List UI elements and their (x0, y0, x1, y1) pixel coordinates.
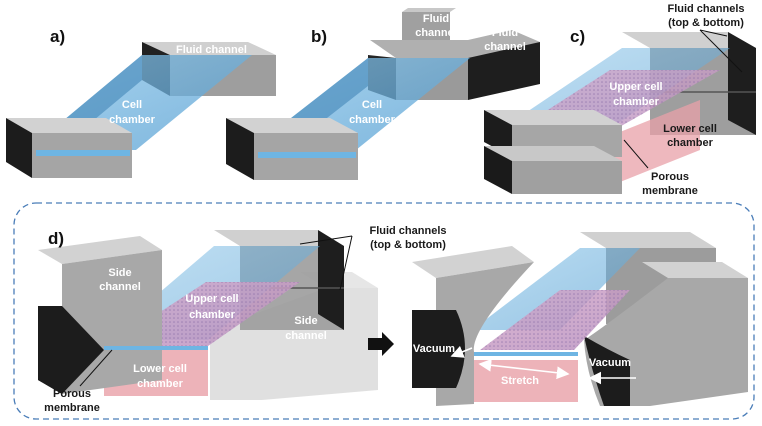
panel-c-lower-line-2: chamber (667, 137, 714, 149)
panel-d-right-left-vacuum-cavity (412, 310, 465, 388)
panel-b-channel-slot (258, 152, 356, 158)
panel-b-fluid-1-line-2: channel (415, 27, 457, 39)
panel-d-stretch-arrow (478, 358, 570, 380)
panel-c-back-top (622, 32, 756, 48)
panel-c-front-lower-face (512, 161, 622, 194)
panel-d-porous-line-2: membrane (44, 402, 100, 414)
panel-c-fluid-leader-2 (699, 29, 728, 37)
panel-d-fluid-leader-1 (299, 235, 353, 245)
panel-d-side-left-top (38, 236, 162, 264)
panel-d-right-back-top (580, 232, 716, 248)
panel-c-porous-leader (623, 139, 649, 169)
panel-d-porous-line-1: Porous (53, 388, 91, 400)
panel-d-vacuum-left-label: Vacuum (413, 343, 455, 355)
panel-d-vacuum-right-label: Vacuum (589, 357, 631, 369)
panel-d-lower-line-2: chamber (137, 378, 184, 390)
panel-c-fluid-leader-1 (699, 29, 743, 73)
panel-c-upper-line-1: Upper cell (609, 81, 662, 93)
panel-d-upper-line-2: chamber (189, 309, 236, 321)
panel-c-lower-chamber (600, 100, 700, 190)
panel-d-vacuum-left-arrow (450, 345, 473, 358)
panel-d-fluid-leader-2 (339, 235, 353, 291)
panel-a-back-block-top (142, 42, 276, 55)
panel-c-front-lower-top (484, 146, 622, 161)
panel-d-stretch-label: Stretch (501, 375, 539, 387)
panel-b-cell-label-2: chamber (349, 114, 396, 126)
panel-d-membrane-edge (104, 346, 208, 350)
panel-b-fluid-2-line-1: Fluid (492, 27, 518, 39)
panel-c-front-top (484, 110, 622, 125)
panel-d-right-vacuum-cavity (584, 336, 630, 406)
panel-b-channel-riser-1 (402, 12, 450, 40)
panel-a-fluid-channel-label: Fluid channel (176, 44, 247, 56)
panel-c-lower-line-1: Lower cell (663, 123, 717, 135)
panel-d-right-device: Vacuum Vacuum Stretch (412, 232, 748, 406)
panel-d-side-right-line-1: Side (294, 315, 317, 327)
panel-b-tag: b) (311, 27, 327, 46)
panel-a-front-block-side (6, 118, 32, 178)
panel-c-upper-line-2: chamber (613, 96, 660, 108)
panel-b-channel-side (468, 42, 540, 100)
panel-d-fluid-line-2: (top & bottom) (370, 239, 446, 251)
panel-d-right-left-top (412, 246, 534, 278)
panel-d-right-membrane-mesh (480, 290, 630, 350)
panel-d-left-device: d) Fluid channels (top & bottom) Side ch… (38, 225, 447, 414)
panel-d-side-left-line-1: Side (108, 267, 131, 279)
panel-a-tag: a) (50, 27, 65, 46)
panel-b-front-block-side (226, 118, 254, 180)
panel-c-front-upper-side (484, 110, 512, 157)
panel-b-channel-top (370, 30, 540, 58)
panel-d-right-membrane-edge (474, 352, 578, 356)
panel-d-back-side (318, 230, 344, 330)
panel-a-cell-label-1: Cell (122, 99, 142, 111)
panel-a-front-block-top (6, 118, 132, 133)
panel-b-front-block-top (226, 118, 358, 133)
panel-d-side-left-dark (38, 306, 104, 394)
panel-d-right-side-top (642, 262, 748, 278)
panel-b-cell-label-1: Cell (362, 99, 382, 111)
panel-c: c) Fluid channels (top & bottom) Upper c… (484, 3, 756, 197)
panel-d-border (13, 202, 755, 420)
panel-c-fluid-line-1: Fluid channels (667, 3, 744, 15)
panel-c-fluid-line-2: (top & bottom) (668, 17, 744, 29)
panel-d-side-left-line-2: channel (99, 281, 141, 293)
panel-c-back-side (728, 32, 756, 135)
panel-a: a) Fluid channel Cell chamber (6, 27, 276, 178)
panel-d-right-upper-chamber (472, 248, 640, 330)
panel-d-porous-leader (79, 349, 113, 387)
panel-d-tag: d) (48, 229, 64, 248)
panel-c-front-lower-side (484, 146, 512, 194)
panel-a-cell-label-2: chamber (109, 114, 156, 126)
panel-d-side-right-line-2: channel (285, 330, 327, 342)
panel-d-lower-line-1: Lower cell (133, 363, 187, 375)
panel-a-channel-slot (36, 150, 130, 156)
panel-b-fluid-2-line-2: channel (484, 41, 526, 53)
panel-d-fluid-line-1: Fluid channels (369, 225, 446, 237)
panel-b-fluid-1-line-1: Fluid (423, 13, 449, 25)
panel-b-channel-riser-1-top (402, 8, 456, 12)
panel-c-porous-line-2: membrane (642, 185, 698, 197)
panel-d-upper-line-1: Upper cell (185, 293, 238, 305)
panel-b: b) Fluid channel Fluid channel Cell cham… (226, 8, 540, 180)
transition-arrow-icon (368, 332, 394, 356)
panel-c-porous-line-1: Porous (651, 171, 689, 183)
panel-c-tag: c) (570, 27, 585, 46)
